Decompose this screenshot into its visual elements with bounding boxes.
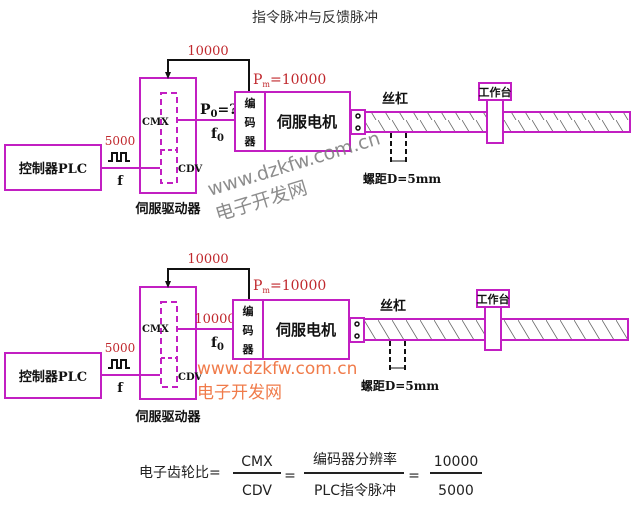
- formula-equals: =: [408, 468, 420, 484]
- encoder-label-char: 编: [243, 304, 254, 318]
- encoder-label-char: 码: [245, 116, 256, 129]
- output-freq-label: f0: [211, 335, 224, 353]
- feedback-value: 10000: [187, 44, 228, 59]
- gear-ratio-block: [160, 301, 178, 388]
- work-table-box: [478, 82, 512, 101]
- cdv-label: CDV: [178, 164, 202, 175]
- coupling-bolt-icon: [354, 321, 360, 327]
- plc-label: 控制器PLC: [19, 369, 87, 385]
- servo-motor-label: 伺服电机: [276, 113, 337, 131]
- work-table-box: [476, 289, 510, 308]
- work-table-slider: [484, 306, 502, 351]
- formula-cdv: CDV: [242, 483, 272, 499]
- command-pulse-count: 5000: [105, 134, 136, 148]
- work-table-label: 工作台: [479, 85, 512, 99]
- feedback-arrow-icon: [165, 281, 171, 288]
- formula-cmx: CMX: [241, 454, 273, 470]
- servo-driver-label: 伺服驱动器: [134, 409, 201, 425]
- feedback-arrow-icon: [165, 72, 171, 79]
- servo-motor-box: [262, 299, 350, 360]
- command-pulse-freq: f: [117, 381, 124, 396]
- lead-screw-label: 丝杠: [380, 298, 406, 314]
- cmx-label: CMX: [142, 324, 169, 335]
- diagram-title: 指令脉冲与反馈脉冲: [252, 10, 378, 26]
- watermark-name: 电子开发网: [197, 383, 282, 403]
- gear-ratio-formula: 电子齿轮比= CMX CDV = 编码器分辨率 PLC指令脉冲 = 10000 …: [139, 451, 482, 499]
- cmx-label: CMX: [142, 117, 169, 128]
- diagram-bottom: 控制器PLC 5000 f CMX CDV 伺服驱动器 10000 f0 100…: [4, 252, 629, 425]
- work-table-label: 工作台: [477, 292, 510, 306]
- plc-label: 控制器PLC: [19, 161, 87, 177]
- encoder-label-char: 码: [243, 324, 254, 337]
- pitch-label: 螺距D=5mm: [361, 378, 440, 393]
- cdv-label: CDV: [178, 372, 202, 383]
- formula-plc-command-pulse: PLC指令脉冲: [314, 483, 396, 499]
- pulse-train-icon: [108, 359, 130, 369]
- coupling-bolt-icon: [355, 125, 361, 131]
- coupling-bolt-icon: [354, 333, 360, 339]
- encoder-label-char: 编: [245, 96, 256, 110]
- formula-denominator-value: 5000: [438, 483, 474, 499]
- lead-screw-label: 丝杠: [382, 91, 408, 107]
- encoder-label-char: 器: [244, 135, 257, 148]
- feedback-value: 10000: [187, 252, 228, 267]
- diagram-top: 控制器PLC 5000 f CMX CDV 伺服驱动器 P0=? f0 1000…: [4, 44, 631, 226]
- output-pulse-label: P0=?: [200, 102, 237, 120]
- pulse-train-icon: [108, 152, 130, 162]
- formula-lhs: 电子齿轮比=: [139, 465, 221, 481]
- gear-ratio-block: [160, 92, 178, 184]
- work-table-slider: [486, 99, 504, 144]
- encoder-resolution: Pm=10000: [253, 278, 326, 295]
- encoder-resolution: Pm=10000: [253, 72, 326, 89]
- output-pulse-value: 10000: [194, 312, 235, 327]
- encoder-label-char: 器: [242, 343, 255, 356]
- pitch-label: 螺距D=5mm: [363, 171, 442, 186]
- command-pulse-count: 5000: [105, 341, 136, 355]
- formula-numerator-value: 10000: [434, 454, 479, 470]
- watermark-url: www.dzkfw.com.cn: [197, 359, 357, 379]
- formula-equals: =: [284, 468, 296, 484]
- feedback-line: [167, 268, 250, 300]
- coupling-bolt-icon: [355, 113, 361, 119]
- feedback-line: [167, 59, 250, 92]
- output-freq-label: f0: [211, 126, 224, 144]
- servo-driver-label: 伺服驱动器: [134, 201, 201, 217]
- servo-motor-label: 伺服电机: [275, 321, 336, 339]
- command-pulse-freq: f: [117, 174, 124, 189]
- servo-driver-box: [139, 77, 197, 194]
- formula-encoder-resolution: 编码器分辨率: [313, 451, 397, 468]
